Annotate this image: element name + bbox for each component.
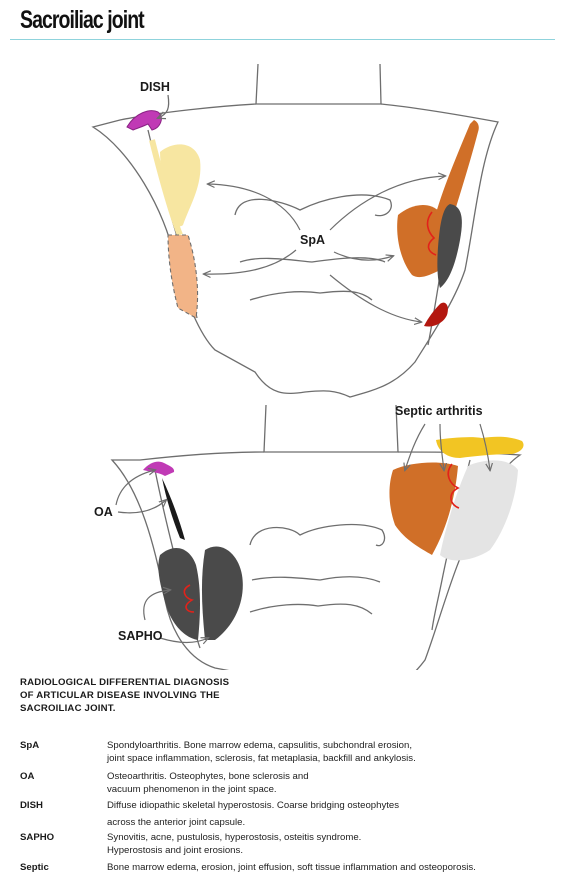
septic-arrow-3 bbox=[479, 423, 490, 470]
legend-abbr: OA bbox=[20, 771, 35, 782]
sapho-left-hyperostosis bbox=[158, 547, 200, 640]
dish-arrow bbox=[158, 94, 170, 118]
legend-desc: Bone marrow edema, erosion, joint effusi… bbox=[107, 861, 560, 874]
legend-desc: Osteoarthritis. Osteophytes, bone sclero… bbox=[107, 770, 560, 796]
spa-arrow-3 bbox=[204, 249, 297, 274]
legend-row-oa: OA Osteoarthritis. Osteophytes, bone scl… bbox=[20, 770, 560, 799]
septic-erosion-line bbox=[447, 463, 460, 509]
legend-row-spa: SpA Spondyloarthritis. Bone marrow edema… bbox=[20, 739, 560, 770]
left-joint-narrowing bbox=[149, 139, 183, 237]
legend-desc: Spondyloarthritis. Bone marrow edema, ca… bbox=[107, 739, 560, 765]
septic-soft-tissue bbox=[436, 436, 524, 458]
legend-desc-line: Spondyloarthritis. Bone marrow edema, ca… bbox=[107, 740, 413, 751]
right-ilium-bar-orange bbox=[432, 120, 479, 240]
spa-arrow-2 bbox=[329, 176, 445, 231]
sapho-label: SAPHO bbox=[118, 629, 163, 643]
sacroiliac-diagram: DISH SpA Septic arthritis OA SAPHO bbox=[91, 63, 524, 670]
sapho-arrow-1 bbox=[143, 590, 170, 621]
legend-desc-line: Osteoarthritis. Osteophytes, bone sclero… bbox=[107, 771, 309, 782]
abbreviation-legend: SpA Spondyloarthritis. Bone marrow edema… bbox=[20, 739, 560, 875]
legend-desc-line: across the anterior joint capsule. bbox=[107, 817, 246, 829]
legend-desc-line: Bone marrow edema, erosion, joint effusi… bbox=[107, 862, 476, 873]
sapho-arrow-2 bbox=[159, 638, 208, 643]
legend-desc-line: joint space inflammation, sclerosis, fat… bbox=[107, 753, 416, 765]
oa-osteophyte bbox=[143, 461, 175, 476]
right-ilium-edema bbox=[397, 204, 440, 278]
legend-row-dish: DISH Diffuse idiopathic skeletal hyperos… bbox=[20, 799, 560, 831]
right-sclerosis bbox=[437, 204, 462, 288]
legend-desc-line: Synovitis, acne, pustulosis, hyperostosi… bbox=[107, 832, 362, 843]
top-sacral-arc-lower bbox=[249, 290, 373, 301]
bottom-sacral-arc-upper bbox=[249, 523, 386, 547]
oa-arrow-1 bbox=[115, 470, 155, 506]
legend-row-septic: Septic Bone marrow edema, erosion, joint… bbox=[20, 861, 560, 875]
legend-desc-line: Hyperostosis and joint erosions. bbox=[107, 845, 243, 857]
right-erosion-line bbox=[426, 211, 437, 256]
right-joint-effusion bbox=[424, 302, 448, 327]
left-sacrum-edema bbox=[167, 234, 199, 319]
oa-label: OA bbox=[94, 505, 113, 519]
bottom-sacral-arc-mid bbox=[251, 576, 381, 583]
spa-arrow-1 bbox=[208, 184, 301, 231]
oa-sclerosis bbox=[162, 478, 185, 540]
sapho-right-hyperostosis bbox=[201, 546, 243, 640]
top-sacral-arc-mid bbox=[239, 257, 386, 263]
legend-row-sapho: SAPHO Synovitis, acne, pustulosis, hyper… bbox=[20, 831, 560, 861]
top-sacrum-outline bbox=[91, 103, 499, 398]
legend-desc: Synovitis, acne, pustulosis, hyperostosi… bbox=[107, 831, 560, 857]
legend-abbr: SAPHO bbox=[20, 832, 55, 843]
spa-arrow-4 bbox=[333, 251, 393, 260]
legend-abbr: SpA bbox=[20, 740, 40, 751]
spa-arrow-5 bbox=[329, 274, 421, 322]
bottom-sacral-arc-lower bbox=[249, 603, 373, 615]
legend-abbr: DISH bbox=[20, 800, 43, 811]
bottom-vertebra bbox=[263, 404, 399, 453]
oa-arrow-2 bbox=[117, 500, 166, 514]
legend-desc: Diffuse idiopathic skeletal hyperostosis… bbox=[107, 799, 560, 829]
dish-osteophyte bbox=[126, 110, 162, 131]
spa-label: SpA bbox=[300, 233, 325, 247]
legend-desc-line: Diffuse idiopathic skeletal hyperostosis… bbox=[107, 800, 400, 811]
septic-sacrum-edema bbox=[389, 462, 458, 555]
top-vertebra bbox=[255, 63, 382, 105]
legend-abbr: Septic bbox=[20, 862, 49, 873]
septic-ilium-gray bbox=[440, 460, 518, 561]
septic-arrow-1 bbox=[405, 423, 426, 470]
septic-arthritis-label: Septic arthritis bbox=[395, 404, 483, 418]
legend-desc-line: vacuum phenomenon in the joint space. bbox=[107, 784, 277, 796]
dish-label: DISH bbox=[140, 80, 170, 94]
septic-arrow-2 bbox=[440, 423, 444, 470]
sapho-erosion-line bbox=[183, 584, 195, 613]
page-title: Sacroiliac joint bbox=[20, 6, 145, 34]
top-sacral-arc-upper bbox=[234, 194, 392, 217]
title-divider bbox=[10, 39, 555, 40]
figure-caption: RADIOLOGICAL DIFFERENTIAL DIAGNOSIS OF A… bbox=[20, 677, 230, 714]
